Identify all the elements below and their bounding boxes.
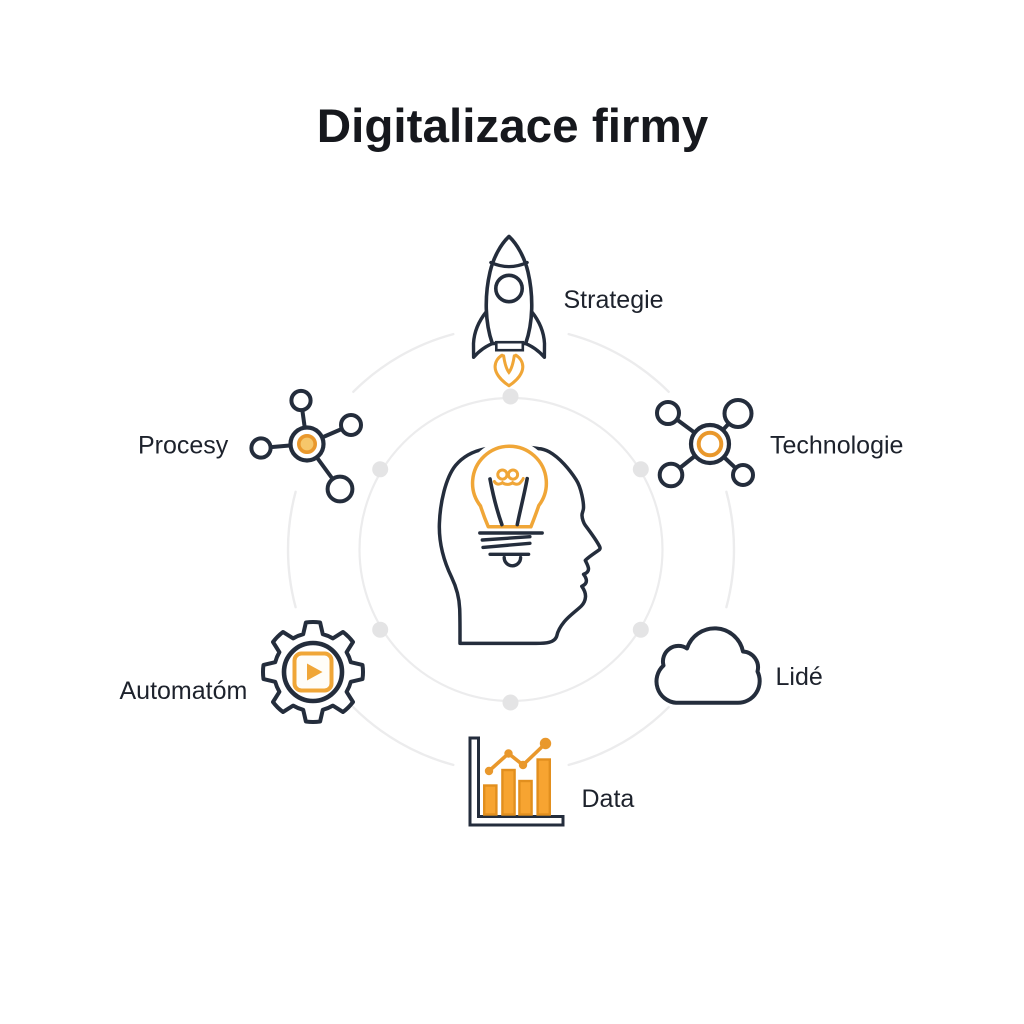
svg-text:Digitalizace firmy: Digitalizace firmy [317, 100, 709, 153]
svg-text:Data: Data [582, 785, 635, 813]
svg-text:Lidé: Lidé [776, 663, 823, 691]
svg-text:Procesy: Procesy [138, 432, 229, 460]
svg-text:Technologie: Technologie [770, 432, 903, 460]
svg-text:Strategie: Strategie [564, 286, 664, 314]
svg-text:Automatóm: Automatóm [120, 677, 248, 705]
